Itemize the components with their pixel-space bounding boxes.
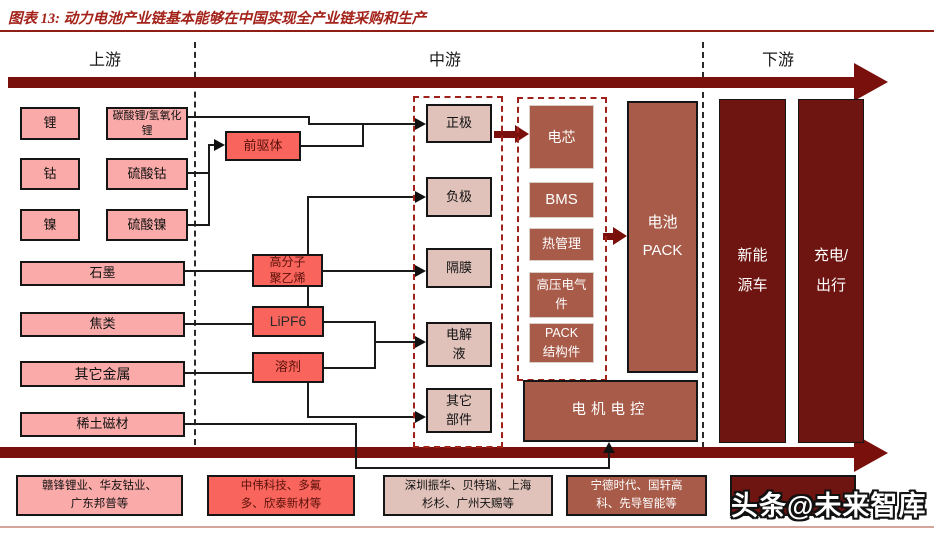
connector-arrowhead bbox=[415, 411, 426, 423]
connector-arrowhead bbox=[415, 118, 426, 130]
stage-label-downstream: 下游 bbox=[761, 52, 794, 69]
box-separator: 隔膜 bbox=[426, 248, 492, 288]
box-anode: 负极 bbox=[426, 177, 492, 217]
connector-line bbox=[308, 123, 415, 125]
box-lipf6: LiPF6 bbox=[252, 306, 324, 337]
connector-line bbox=[307, 416, 415, 418]
top-flow-arrow-bar bbox=[8, 77, 854, 88]
connector-arrowhead bbox=[415, 191, 426, 203]
connector-line bbox=[324, 321, 376, 323]
page-footer-line bbox=[0, 526, 934, 528]
stage-divider-dashed-left bbox=[194, 42, 196, 445]
connector-line bbox=[185, 323, 253, 325]
figure-title: 图表 13: 动力电池产业链基本能够在中国实现全产业链采购和生产 bbox=[8, 11, 427, 27]
box-bms: BMS bbox=[529, 182, 594, 218]
box-hv-electrical: 高压电气件 bbox=[529, 272, 594, 318]
connector-line bbox=[208, 144, 210, 226]
box-coke: 焦类 bbox=[20, 312, 185, 337]
box-companies-upstream: 赣锋锂业、华友钴业、广东邦普等 bbox=[16, 475, 183, 516]
connector-line bbox=[355, 423, 357, 469]
box-graphite: 石墨 bbox=[20, 261, 185, 286]
top-flow-arrowhead bbox=[854, 63, 888, 101]
box-motor-control: 电机电控 bbox=[523, 380, 698, 442]
connector-line bbox=[362, 123, 364, 147]
connector-line bbox=[185, 372, 253, 374]
box-solvent: 溶剂 bbox=[252, 352, 324, 383]
connector-arrowhead bbox=[415, 265, 426, 277]
box-polymer-polyethylene: 高分子聚乙烯 bbox=[252, 254, 323, 287]
connector-line bbox=[608, 451, 610, 469]
cell-materials-dashed-group bbox=[413, 96, 503, 448]
box-nickel-sulfate: 硫酸镍 bbox=[106, 209, 188, 241]
stage-label-midstream: 中游 bbox=[428, 52, 461, 69]
box-lithium: 锂 bbox=[20, 107, 80, 140]
box-companies-materials: 深圳振华、贝特瑞、上海杉杉、广州天赐等 bbox=[383, 475, 553, 516]
connector-line bbox=[186, 224, 209, 226]
connector-line bbox=[307, 196, 415, 198]
connector-arrowhead bbox=[214, 139, 225, 151]
stage-divider-dashed-right bbox=[702, 42, 704, 458]
watermark-text: 头条@未来智库 bbox=[731, 491, 927, 521]
connector-line bbox=[355, 467, 610, 469]
box-companies-precursor: 中伟科技、多氟多、欣泰新材等 bbox=[207, 475, 355, 516]
box-other-parts: 其它部件 bbox=[426, 388, 492, 433]
box-lithium-carbonate-hydroxide: 碳酸锂/氢氧化锂 bbox=[106, 107, 188, 140]
box-rare-earth-magnets: 稀土磁材 bbox=[20, 412, 185, 437]
box-precursor: 前驱体 bbox=[225, 131, 301, 161]
title-underline bbox=[0, 30, 934, 32]
connector-line bbox=[374, 321, 376, 369]
box-nev: 新能源车 bbox=[719, 99, 786, 443]
connector-arrowhead bbox=[415, 336, 426, 348]
stage-label-upstream: 上游 bbox=[88, 52, 121, 69]
connector-line bbox=[185, 423, 357, 425]
box-cobalt: 钴 bbox=[20, 158, 80, 190]
connector-arrowhead-up bbox=[603, 442, 615, 453]
box-other-metals: 其它金属 bbox=[20, 361, 185, 387]
connector-line bbox=[208, 144, 216, 146]
connector-line bbox=[188, 116, 309, 118]
connector-line bbox=[308, 116, 310, 125]
box-companies-pack: 宁德时代、国轩高科、先导智能等 bbox=[566, 475, 707, 516]
connector-line bbox=[374, 341, 415, 343]
cathode-to-cell-arrow bbox=[494, 131, 516, 138]
box-cobalt-sulfate: 硫酸钴 bbox=[106, 158, 188, 190]
box-battery-pack: 电池PACK bbox=[627, 101, 698, 373]
box-cathode: 正极 bbox=[426, 104, 492, 143]
bottom-flow-arrow-bar bbox=[0, 447, 854, 458]
components-to-pack-arrowhead bbox=[613, 227, 627, 245]
connector-line bbox=[300, 145, 364, 147]
connector-line bbox=[307, 196, 309, 307]
connector-line bbox=[307, 382, 309, 418]
box-pack-structure: PACK结构件 bbox=[529, 323, 594, 363]
connector-line bbox=[186, 172, 209, 174]
box-thermal-management: 热管理 bbox=[529, 228, 594, 261]
box-charging-travel: 充电/出行 bbox=[798, 99, 864, 443]
components-to-pack-arrow bbox=[603, 233, 614, 240]
box-battery-cell: 电芯 bbox=[529, 105, 594, 169]
box-companies-downstream bbox=[730, 475, 856, 516]
box-nickel: 镍 bbox=[20, 209, 80, 241]
connector-line bbox=[324, 367, 376, 369]
box-electrolyte: 电解液 bbox=[426, 322, 492, 367]
